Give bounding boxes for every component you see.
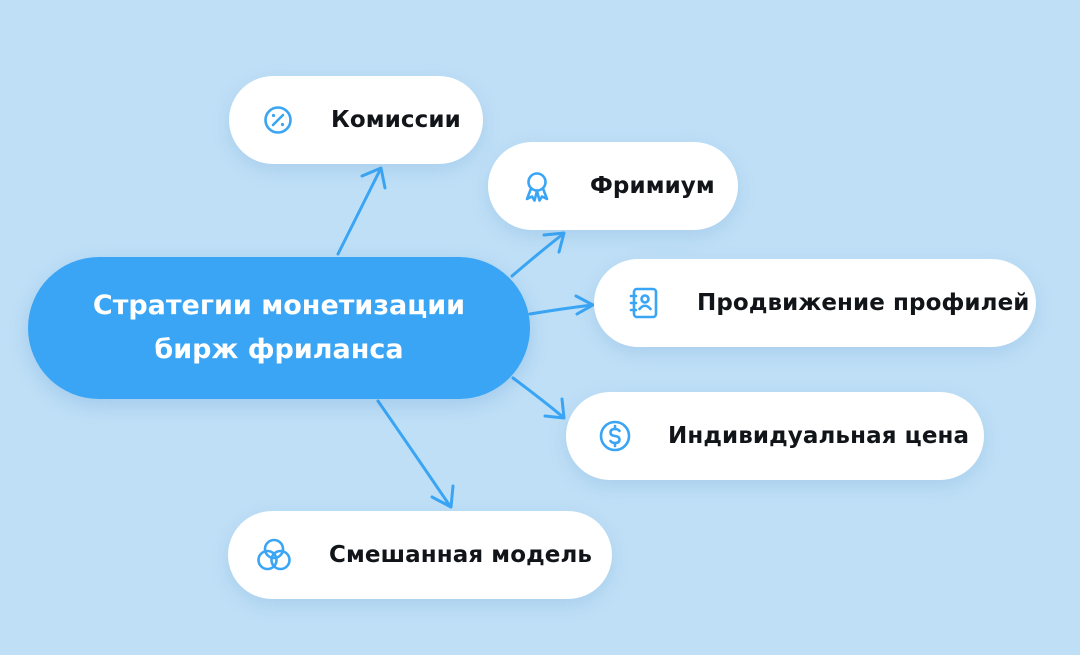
arrow-to-individual-price <box>511 376 566 420</box>
node-label: Фримиум <box>590 173 715 199</box>
notebook-icon <box>625 284 663 322</box>
node-label: Комиссии <box>331 107 461 133</box>
node-freemium: Фримиум <box>488 142 738 230</box>
dollar-coin-icon <box>596 417 634 455</box>
arrow-to-profile-promotion <box>528 294 595 316</box>
arrow-to-mixed-model <box>376 399 455 509</box>
central-topic-line-1: Стратегии монетизации <box>92 290 466 321</box>
node-mixed-model: Смешанная модель <box>228 511 612 599</box>
central-topic: Стратегии монетизации бирж фриланса <box>28 257 530 399</box>
percent-icon <box>259 101 297 139</box>
node-profile-promotion: Продвижение профилей <box>594 259 1036 347</box>
node-label: Индивидуальная цена <box>668 423 970 449</box>
node-commissions: Комиссии <box>229 76 483 164</box>
node-individual-price: Индивидуальная цена <box>566 392 984 480</box>
arrow-to-freemium <box>510 231 566 278</box>
central-topic-line-2: бирж фриланса <box>154 334 404 365</box>
node-label: Продвижение профилей <box>697 290 1030 316</box>
node-label: Смешанная модель <box>329 542 593 568</box>
arrow-to-commissions <box>336 166 387 256</box>
venn-circles-icon <box>255 536 293 574</box>
award-ribbon-icon <box>518 167 556 205</box>
